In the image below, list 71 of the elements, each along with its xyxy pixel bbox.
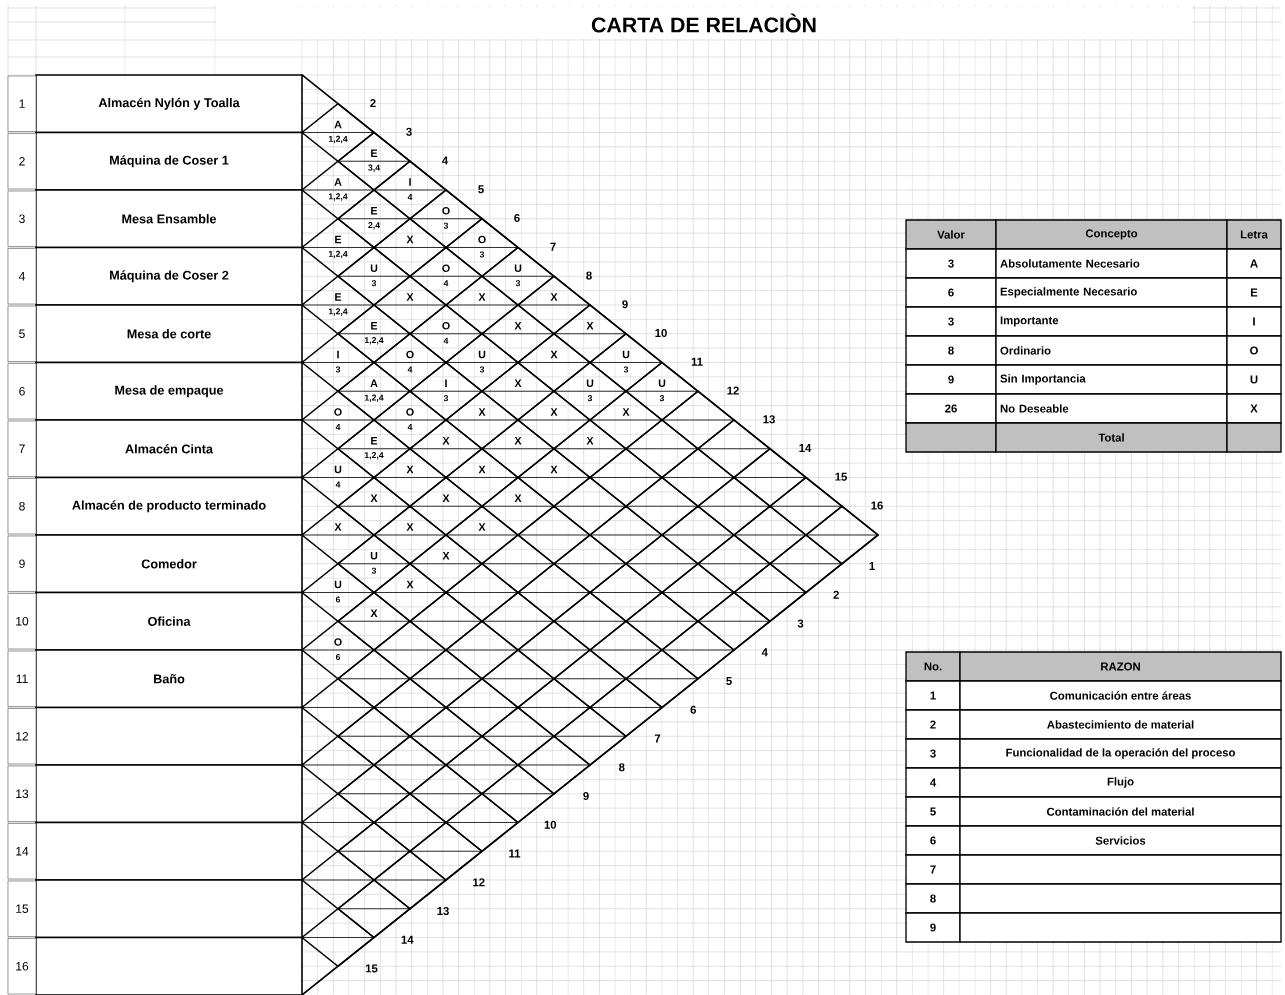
row-number: 3: [7, 190, 37, 247]
diagonal-number: 14: [401, 935, 414, 944]
row-number: 8: [7, 478, 37, 535]
table-cell: 5: [905, 796, 961, 827]
diagonal-number: 2: [833, 590, 839, 599]
diagonal-number: 3: [797, 619, 804, 628]
diagonal-number: 5: [478, 185, 484, 194]
table-cell: X: [1226, 393, 1282, 424]
diagonal-number: 13: [437, 907, 449, 915]
row-number: 14: [7, 823, 37, 880]
diagonal-number: 15: [365, 964, 378, 973]
table-cell: 8: [905, 883, 961, 914]
table-cell: 7: [905, 854, 961, 885]
diagonal-number: 11: [691, 357, 703, 366]
diagonal-number: 10: [655, 329, 667, 337]
diagonal-number: 14: [799, 444, 812, 452]
title: CARTA DE RELACIÒN: [216, 7, 1192, 39]
diagonal-number: 4: [442, 156, 449, 165]
row-number: 1: [7, 75, 37, 132]
diagonal-number: 3: [406, 127, 412, 136]
row-number: 6: [7, 363, 37, 420]
diagonal-number: 4: [761, 648, 768, 657]
row-number: 5: [7, 305, 37, 362]
diagonal-number: 9: [622, 300, 628, 309]
diagonal-number: 8: [586, 271, 592, 280]
table-cell: E: [1226, 277, 1282, 308]
table-cell: 3: [905, 738, 961, 769]
row-number: 15: [7, 880, 37, 937]
diagonal-number: 2: [370, 99, 376, 107]
table-cell: I: [1226, 306, 1282, 337]
diagonal-number: 7: [654, 734, 661, 743]
diagonal-number: 5: [726, 677, 732, 685]
row-number: 16: [7, 938, 37, 995]
row-number: 4: [7, 248, 37, 305]
diagonal-number: 10: [544, 820, 557, 829]
table-cell: 26: [905, 393, 997, 424]
diagonal-number: 1: [869, 562, 875, 570]
row-number: 13: [7, 765, 37, 822]
diagonal-number: 6: [690, 705, 696, 714]
header-cell: Letra: [1226, 219, 1282, 250]
diagonal-number: 11: [509, 849, 521, 858]
table-cell: 3: [905, 248, 997, 279]
table-cell: 9: [905, 364, 997, 395]
table-cell: 6: [905, 825, 961, 856]
table-cell: A: [1226, 248, 1282, 279]
diagonal-number: 6: [514, 214, 520, 222]
table-cell: 9: [905, 912, 961, 943]
table-cell: U: [1226, 364, 1282, 395]
row-number: 2: [7, 133, 37, 190]
row-number: 10: [7, 593, 37, 650]
diagonal-number: 13: [763, 415, 775, 424]
row-number: 11: [7, 650, 37, 707]
diagonal-number: 16: [871, 501, 883, 510]
diagonal-number: 12: [473, 878, 485, 887]
table-cell: 6: [905, 277, 997, 308]
table-cell: 2: [905, 709, 961, 740]
diagonal-number: 7: [550, 242, 556, 251]
table-cell: O: [1226, 335, 1282, 366]
diagonal-number: 12: [727, 386, 739, 395]
table-cell: 3: [905, 306, 997, 337]
row-number: 7: [7, 420, 37, 477]
diagonal-number: 15: [835, 472, 847, 481]
table-cell: 8: [905, 335, 997, 366]
table-cell: 1: [905, 680, 961, 711]
row-number: 12: [7, 708, 37, 765]
header-cell: No.: [905, 651, 961, 682]
table-cell: 4: [905, 767, 961, 798]
diagonal-number: 9: [583, 792, 589, 800]
diagonal-number: 8: [618, 763, 625, 772]
row-number: 9: [7, 535, 37, 592]
header-cell: Valor: [905, 219, 997, 250]
